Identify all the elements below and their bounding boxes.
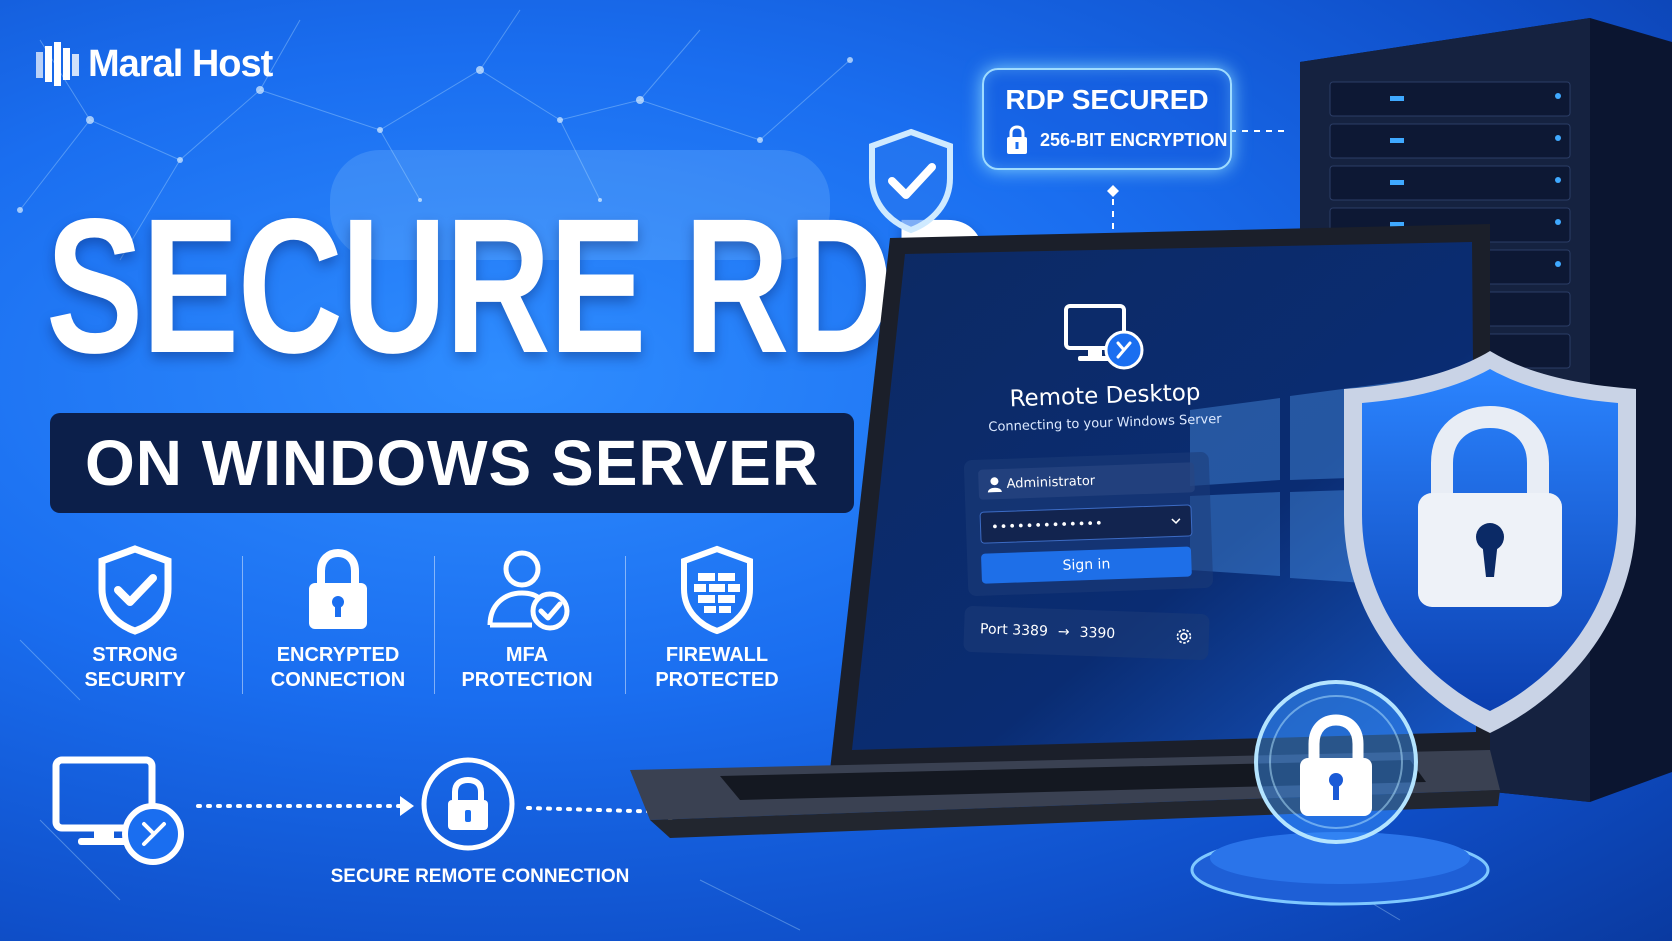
brand-logo: Maral Host (34, 38, 273, 90)
sign-in-button[interactable]: Sign in (980, 546, 1192, 584)
port-from: Port 3389 (979, 621, 1049, 640)
feature-label: MFA PROTECTION (461, 644, 593, 691)
port-to: 3390 (1079, 624, 1116, 642)
feature-divider (434, 556, 435, 694)
headline-subtitle-bar: ON WINDOWS SERVER (50, 413, 854, 513)
flow-label: SECURE REMOTE CONNECTION (330, 866, 630, 887)
feature-label: STRONG SECURITY (84, 644, 186, 691)
password-field[interactable]: ••••••••••••• (979, 504, 1193, 544)
firewall-shield-icon (681, 545, 753, 635)
glowing-lock-pedestal (1190, 680, 1490, 906)
username-value: Administrator (1006, 473, 1096, 492)
shield-check-icon (98, 545, 172, 635)
feature-encrypted-connection: ENCRYPTED CONNECTION (243, 545, 433, 693)
remote-desktop-monitor-icon (52, 756, 184, 865)
port-setting: Port 3389 → 3390 (963, 605, 1210, 661)
port-arrow: → (1057, 624, 1070, 641)
large-shield-lock-icon (1344, 351, 1636, 733)
remote-desktop-icon (1064, 304, 1144, 370)
badge-title: RDP SECURED (1005, 84, 1209, 115)
login-form: Administrator ••••••••••••• Sign in (963, 451, 1214, 597)
user-check-icon (487, 550, 570, 631)
feature-mfa-protection: MFA PROTECTION (432, 545, 622, 693)
badge-subtitle: 256-BIT ENCRYPTION (1040, 130, 1228, 150)
feature-strong-security: STRONG SECURITY (40, 545, 230, 693)
rdp-secured-badge: RDP SECURED 256-BIT ENCRYPTION (982, 68, 1232, 170)
feature-divider (625, 556, 626, 694)
padlock-icon (309, 548, 367, 629)
headline-title: SECURE RDP (46, 178, 989, 393)
feature-firewall-protected: FIREWALL PROTECTED (622, 545, 812, 693)
password-value: ••••••••••••• (990, 515, 1104, 535)
secure-lock-circle-icon (421, 757, 515, 851)
connection-flow (52, 756, 684, 865)
maral-host-logo-icon (36, 42, 79, 86)
feature-label: FIREWALL PROTECTED (655, 644, 779, 691)
chevron-down-icon (1171, 518, 1181, 525)
feature-label: ENCRYPTED CONNECTION (270, 644, 406, 691)
gear-icon[interactable] (1175, 627, 1194, 646)
floating-shield-check-icon (869, 128, 953, 234)
feature-divider (242, 556, 243, 694)
badge-lock-icon (1007, 125, 1027, 154)
user-icon (987, 477, 1002, 493)
headline-subtitle: ON WINDOWS SERVER (84, 427, 820, 499)
brand-name: Maral Host (88, 42, 273, 85)
username-field[interactable]: Administrator (978, 462, 1195, 500)
